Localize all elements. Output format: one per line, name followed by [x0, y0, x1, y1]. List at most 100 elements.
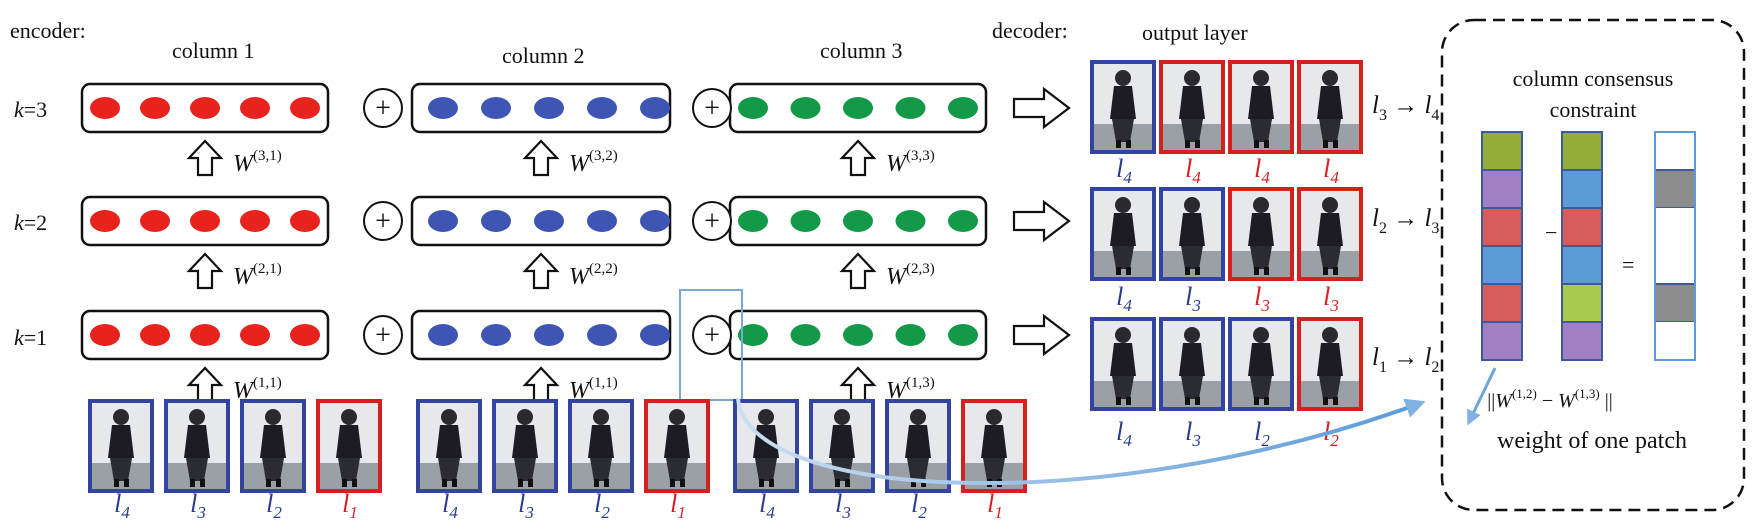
- consensus-bar-segment: [1655, 208, 1695, 246]
- norm-label: ||W(1,2) − W(1,3) ||: [1487, 386, 1613, 412]
- output-image: [1228, 60, 1294, 154]
- consensus-curve-arrow: [736, 397, 1426, 485]
- neuron-node: [895, 97, 926, 119]
- plus-sign: +: [375, 93, 391, 124]
- neuron-node: [481, 210, 511, 232]
- neuron-node: [240, 97, 270, 119]
- neuron-node: [640, 324, 670, 346]
- consensus-bar-segment: [1561, 283, 1603, 323]
- consensus-bar-segment: [1561, 169, 1603, 209]
- consensus-bar-segment: [1561, 207, 1603, 247]
- neuron-node: [738, 97, 768, 119]
- row-label-k1: k=1: [14, 325, 47, 350]
- input-image: [644, 399, 710, 493]
- input-label-l1: l1: [670, 489, 686, 522]
- output-layer-title: output layer: [1142, 20, 1248, 45]
- neuron-node: [790, 97, 821, 119]
- weight-label: W(3,3): [886, 148, 935, 177]
- neuron-node: [843, 324, 873, 346]
- plus-circle-icon: [692, 88, 732, 128]
- up-arrow-icon: [186, 252, 224, 290]
- neuron-node: [190, 210, 220, 232]
- neuron-node: [428, 210, 458, 232]
- input-image: [809, 399, 875, 493]
- consensus-bar-segment: [1561, 321, 1603, 361]
- weight-label: W(1,1): [233, 375, 282, 404]
- input-label-l2: l2: [594, 489, 610, 522]
- weight-patch-label: weight of one patch: [1497, 428, 1687, 454]
- neuron-node: [843, 97, 873, 119]
- right-arrow-icon: [1012, 86, 1071, 130]
- neuron-node: [240, 324, 270, 346]
- consensus-title-line1: column consensus: [1513, 66, 1674, 91]
- plus-sign: +: [375, 320, 391, 351]
- neuron-node: [790, 210, 821, 232]
- right-arrow-icon: [1012, 313, 1071, 357]
- neuron-node: [90, 324, 120, 346]
- neuron-node: [428, 324, 458, 346]
- row-label-k2: k=2: [14, 210, 47, 235]
- consensus-bar-segment: [1655, 132, 1695, 170]
- transition-label: l1 → l2: [1372, 344, 1439, 376]
- weight-label: W(1,3): [886, 375, 935, 404]
- weight-label: W(1,1): [569, 375, 618, 404]
- consensus-bar-segment: [1481, 321, 1523, 361]
- input-label-l1: l1: [342, 489, 358, 522]
- output-label-l4: l4: [1116, 282, 1132, 315]
- output-label-l4: l4: [1323, 154, 1339, 187]
- consensus-title-line2: constraint: [1550, 97, 1637, 122]
- plus-circle-icon: [363, 315, 403, 355]
- output-image: [1297, 317, 1363, 411]
- output-image: [1090, 187, 1156, 281]
- input-image: [416, 399, 482, 493]
- row-label-k3: k=3: [14, 97, 47, 122]
- input-image: [885, 399, 951, 493]
- neuron-node: [587, 97, 617, 119]
- output-label-l3: l3: [1185, 417, 1201, 450]
- input-label-l2: l2: [911, 489, 927, 522]
- consensus-bar-segment: [1481, 207, 1523, 247]
- plus-circle-icon: [692, 315, 732, 355]
- consensus-bar-segment: [1481, 169, 1523, 209]
- input-label-l1: l1: [987, 489, 1003, 522]
- plus-sign: +: [704, 206, 720, 237]
- neuron-node: [90, 210, 120, 232]
- input-image: [733, 399, 799, 493]
- neuron-node: [738, 324, 768, 346]
- output-label-l3: l3: [1323, 282, 1339, 315]
- neuron-node: [290, 324, 320, 346]
- column-1-title: column 1: [172, 38, 255, 63]
- neuron-node: [481, 324, 511, 346]
- weight-label: W(3,1): [233, 148, 282, 177]
- output-image: [1228, 317, 1294, 411]
- output-image: [1297, 187, 1363, 281]
- up-arrow-icon: [839, 252, 877, 290]
- neuron-node: [190, 324, 220, 346]
- output-label-l4: l4: [1116, 417, 1132, 450]
- input-image: [492, 399, 558, 493]
- output-label-l3: l3: [1185, 282, 1201, 315]
- neuron-node: [240, 210, 270, 232]
- input-label-l3: l3: [190, 489, 206, 522]
- consensus-bar-segment: [1655, 322, 1695, 360]
- input-image: [88, 399, 154, 493]
- plus-circle-icon: [692, 201, 732, 241]
- neuron-node: [948, 324, 978, 346]
- output-image: [1297, 60, 1363, 154]
- input-label-l3: l3: [835, 489, 851, 522]
- neuron-node: [140, 97, 170, 119]
- weight-label: W(3,2): [569, 148, 618, 177]
- svg-text:k=1: k=1: [14, 325, 47, 350]
- neuron-node: [290, 210, 320, 232]
- input-image: [568, 399, 634, 493]
- neuron-node: [428, 97, 458, 119]
- neuron-node: [90, 97, 120, 119]
- neuron-node: [738, 210, 768, 232]
- plus-circle-icon: [363, 201, 403, 241]
- consensus-bar-outline: [1654, 131, 1696, 361]
- consensus-bar-segment: [1655, 246, 1695, 284]
- consensus-bars: [1481, 131, 1696, 361]
